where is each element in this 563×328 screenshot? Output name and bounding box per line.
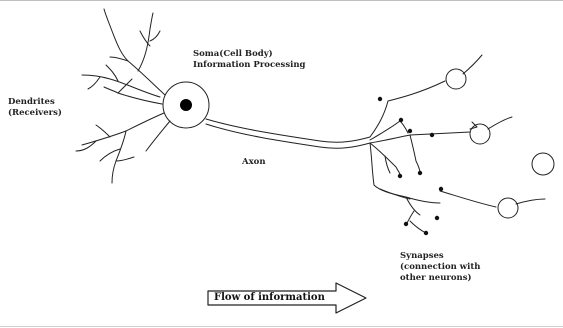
soma-label-line2: Information Processing [193,60,305,71]
dendrites [76,9,170,183]
flow-label: Flow of information [214,292,325,303]
soma-label-line1: Soma(Cell Body) [193,49,305,60]
synapses-label-line3: other neurons) [400,273,480,284]
dendrites-label-line1: Dendrites [8,97,62,108]
soma-label: Soma(Cell Body) Information Processing [193,49,305,71]
synapses-label: Synapses (connection with other neurons) [400,251,480,284]
nucleus [180,99,192,111]
axon-fiber [206,119,370,148]
dendrites-label: Dendrites (Receivers) [8,97,62,119]
synapses-label-line2: (connection with [400,262,480,273]
dendrites-label-line2: (Receivers) [8,108,62,119]
other-neurons [446,55,554,218]
axon-terminals [370,81,496,233]
synapses-label-line1: Synapses [400,251,480,262]
axon-label: Axon [242,157,266,168]
